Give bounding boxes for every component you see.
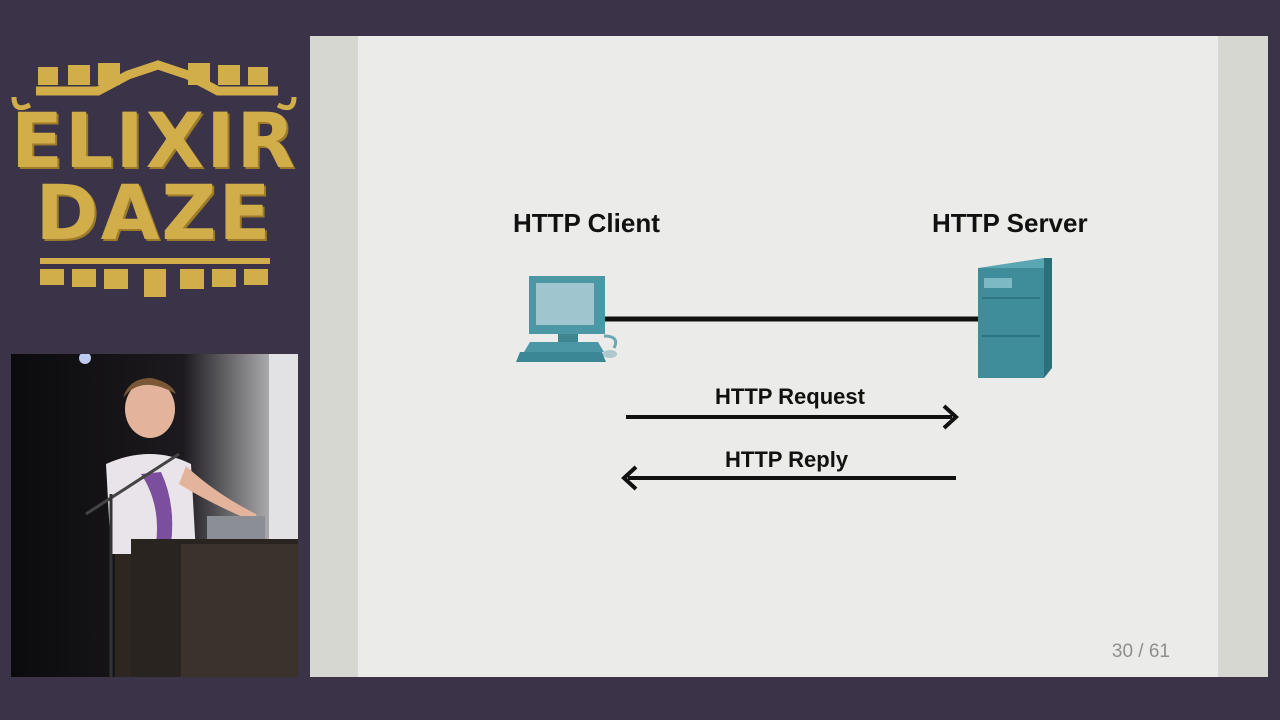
- request-arrow: [626, 404, 959, 430]
- speaker-scene: [11, 354, 298, 677]
- logo-ornament: [11, 60, 297, 297]
- diagram-graphics: [516, 258, 1052, 491]
- http-request-label: HTTP Request: [715, 384, 865, 409]
- http-server-label: HTTP Server: [932, 208, 1088, 238]
- http-reply-label: HTTP Reply: [725, 447, 849, 472]
- elixir-daze-logo: ELIXIR DAZE: [8, 55, 300, 305]
- speaker-video-feed: [11, 354, 298, 677]
- reply-arrow: [621, 465, 956, 491]
- logo-word-daze: DAZE: [35, 168, 273, 257]
- computer-icon: [516, 276, 618, 362]
- stage-light: [79, 354, 91, 364]
- logo-word-elixir: ELIXIR: [10, 96, 297, 185]
- presentation-slide: HTTP Client HTTP Server: [358, 36, 1218, 677]
- server-icon: [978, 258, 1052, 378]
- slide-page-number: 30 / 61: [1111, 641, 1170, 662]
- http-client-label: HTTP Client: [513, 208, 660, 238]
